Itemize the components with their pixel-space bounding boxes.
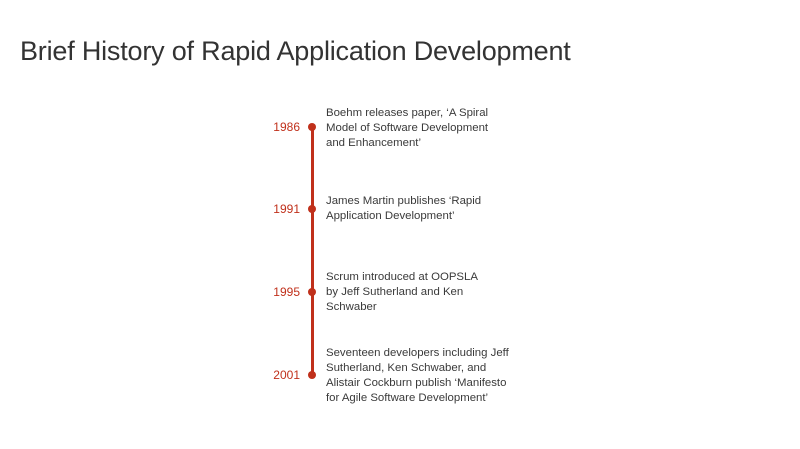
timeline-dot (308, 371, 316, 379)
timeline-description: James Martin publishes ‘Rapid Applicatio… (326, 195, 482, 222)
timeline-dot (308, 123, 316, 131)
timeline-dot (308, 288, 316, 296)
timeline-description: Seventeen developers including Jeff Suth… (326, 347, 509, 404)
timeline-year: 1995 (273, 285, 300, 299)
timeline-description: Boehm releases paper, ‘A Spiral Model of… (326, 107, 489, 149)
timeline-line (311, 127, 314, 376)
timeline-description: Scrum introduced at OOPSLA by Jeff Suthe… (326, 271, 478, 313)
page-title: Brief History of Rapid Application Devel… (20, 36, 571, 66)
timeline-dot (308, 205, 316, 213)
timeline-year: 2001 (273, 368, 300, 382)
timeline-year: 1986 (273, 120, 300, 134)
timeline-year: 1991 (273, 202, 300, 216)
